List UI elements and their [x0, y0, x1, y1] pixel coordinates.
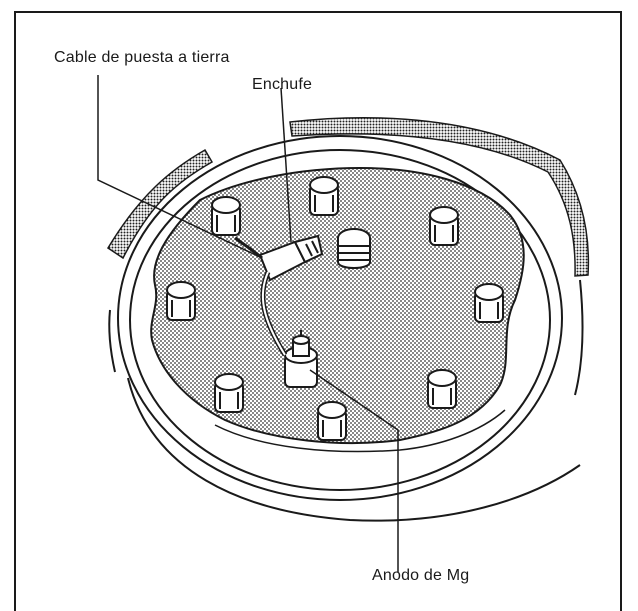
threaded-socket [337, 228, 371, 269]
anode-label: Anodo de Mg [372, 567, 470, 584]
bolt-top-right [429, 206, 459, 246]
bolt-bottom [317, 401, 347, 441]
leader-lines [97, 75, 399, 572]
ground-cable-label: Cable de puesta a tierra [54, 49, 230, 66]
bolt-top-left [211, 196, 241, 236]
plug-label: Enchufe [252, 76, 313, 93]
flange-rings [117, 135, 563, 501]
bolt-bottom-left [214, 373, 244, 413]
bolt-bottom-right [427, 369, 457, 409]
anode-terminal [284, 330, 318, 388]
bolt-left [166, 281, 196, 321]
diagram-frame [14, 11, 622, 611]
plate-inner-edge [214, 409, 506, 453]
bolt-top [309, 176, 339, 216]
bolt-right [474, 283, 504, 323]
bolts [166, 176, 504, 441]
plug-connector [258, 234, 324, 282]
tank-rim [106, 117, 590, 522]
